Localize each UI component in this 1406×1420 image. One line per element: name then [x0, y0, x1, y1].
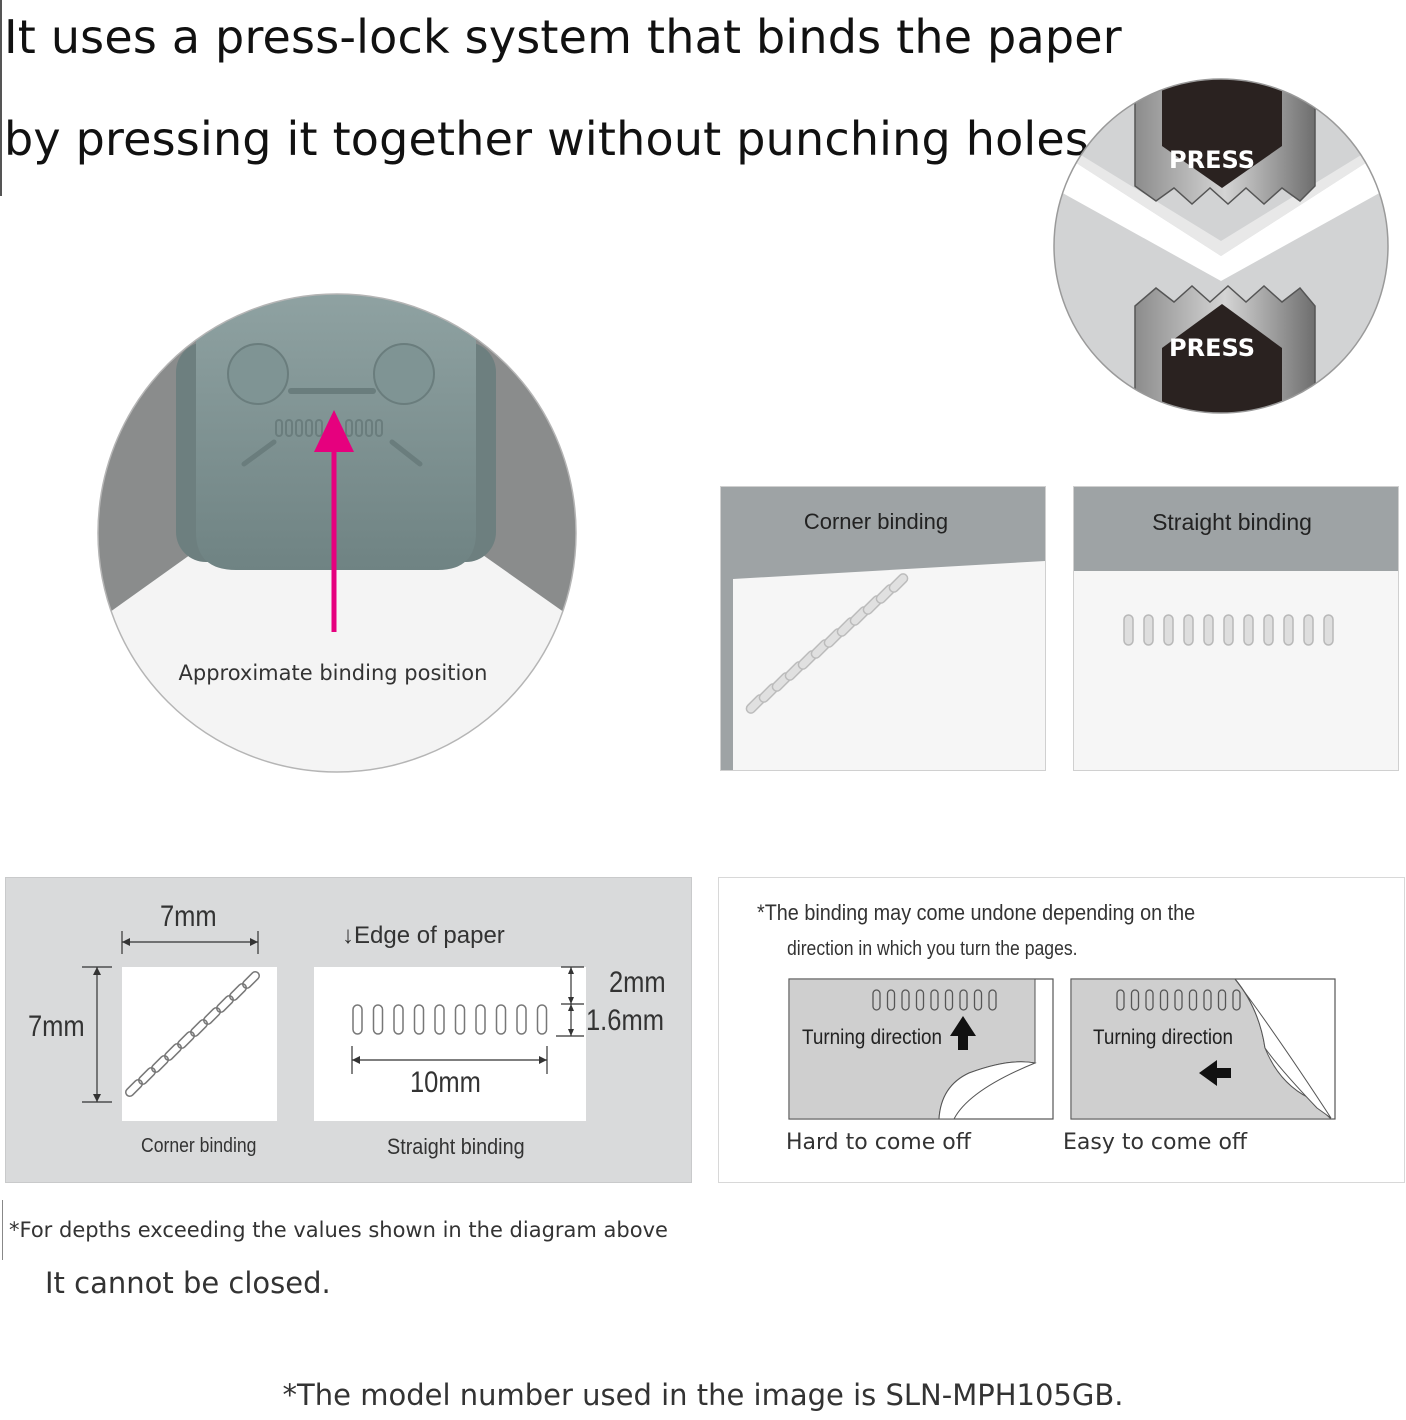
cannot-close-note: It cannot be closed. — [45, 1266, 331, 1300]
straight-binding-caption: Straight binding — [387, 1134, 525, 1159]
corner-binding-photo: Corner binding — [720, 486, 1046, 771]
direction-note-line-1: *The binding may come undone depending o… — [757, 900, 1196, 925]
right-turning-direction-label: Turning direction — [1093, 1026, 1234, 1049]
model-number-note: *The model number used in the image is S… — [282, 1378, 1124, 1412]
corner-height-dimension: 7mm — [28, 1010, 85, 1043]
easy-to-come-off-caption: Easy to come off — [1063, 1130, 1248, 1155]
binding-position-caption: Approximate binding position — [179, 661, 488, 685]
turning-direction-panel: *The binding may come undone depending o… — [718, 877, 1405, 1183]
device-binding-photo: Approximate binding position — [97, 293, 577, 773]
corner-width-dimension: 7mm — [160, 900, 217, 933]
press-bottom-label: PRESS — [1169, 334, 1255, 362]
headline-line-2: by pressing it together without punching… — [4, 112, 1104, 166]
left-turning-direction-label: Turning direction — [802, 1026, 943, 1049]
header-left-rule — [0, 0, 2, 196]
hard-to-come-off-caption: Hard to come off — [786, 1130, 971, 1155]
corner-photo-label: Corner binding — [803, 509, 949, 534]
corner-binding-caption: Corner binding — [141, 1135, 257, 1157]
straight-binding-photo: Straight binding — [1073, 486, 1399, 771]
straight-depth-dimension: 1.6mm — [586, 1004, 664, 1037]
depth-footnote: *For depths exceeding the values shown i… — [9, 1218, 668, 1242]
headline-line-1: It uses a press-lock system that binds t… — [4, 10, 1122, 64]
direction-note-line-2: direction in which you turn the pages. — [787, 938, 1078, 960]
straight-offset-dimension: 2mm — [609, 966, 666, 999]
straight-photo-label: Straight binding — [1152, 509, 1312, 535]
footnote-rule — [2, 1200, 3, 1260]
press-lock-diagram: PRESS PRESS — [1053, 78, 1389, 414]
dimension-diagram-panel: 7mm 7mm ↓Edge of paper 2mm 1.6mm 10mm Co… — [5, 877, 692, 1183]
edge-of-paper-label: ↓Edge of paper — [342, 922, 505, 949]
press-top-label: PRESS — [1169, 146, 1255, 174]
straight-length-dimension: 10mm — [410, 1066, 481, 1099]
